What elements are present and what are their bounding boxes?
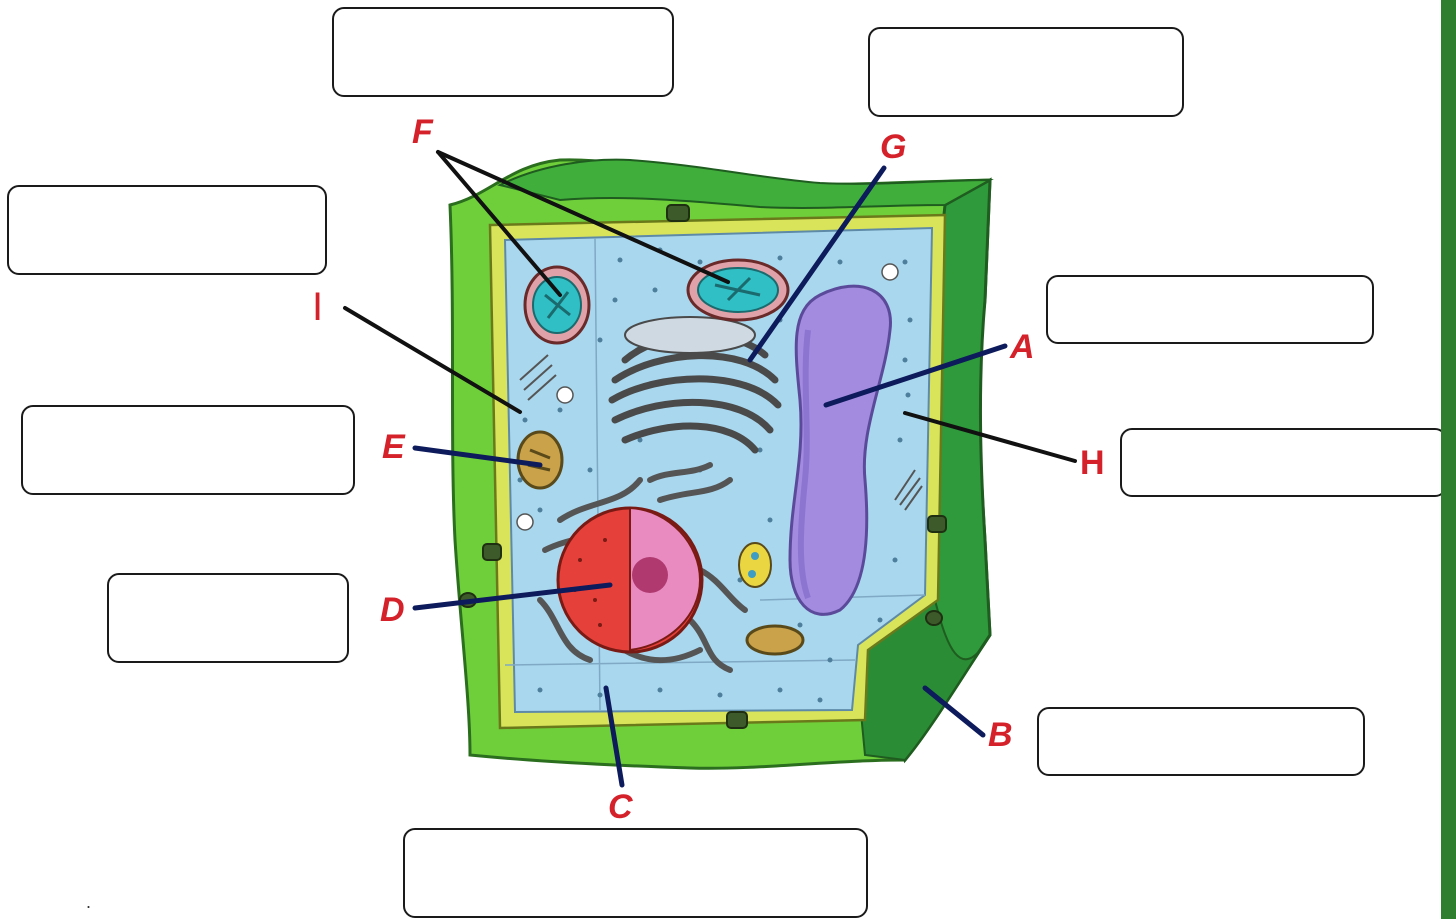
mitochondrion-1 xyxy=(518,432,562,488)
answer-box-right-A[interactable] xyxy=(1046,275,1374,344)
answer-box-top-right[interactable] xyxy=(868,27,1184,117)
nucleolus xyxy=(632,557,668,593)
answer-box-top-left[interactable] xyxy=(332,7,674,97)
label-F: F xyxy=(412,115,433,149)
label-I: I xyxy=(312,287,323,327)
answer-input-top-right[interactable] xyxy=(870,29,1182,115)
answer-input-bottom[interactable] xyxy=(405,830,866,916)
page-edge-bar xyxy=(1441,0,1456,919)
label-C: C xyxy=(608,790,633,824)
golgi-cap xyxy=(625,317,755,353)
footnote-dot: . xyxy=(86,892,91,913)
chloroplast-1 xyxy=(525,267,589,343)
label-A: A xyxy=(1010,330,1035,364)
answer-input-left-2[interactable] xyxy=(23,407,353,493)
label-H: H xyxy=(1080,446,1105,480)
answer-input-left-1[interactable] xyxy=(9,187,325,273)
answer-input-top-left[interactable] xyxy=(334,9,672,95)
answer-box-right-B[interactable] xyxy=(1037,707,1365,776)
label-B: B xyxy=(988,718,1013,752)
label-E: E xyxy=(382,430,405,464)
label-D: D xyxy=(380,593,405,627)
answer-input-right-H[interactable] xyxy=(1122,430,1445,495)
answer-box-left-1[interactable] xyxy=(7,185,327,275)
answer-box-left-2[interactable] xyxy=(21,405,355,495)
answer-input-right-B[interactable] xyxy=(1039,709,1363,774)
answer-box-left-3[interactable] xyxy=(107,573,349,663)
answer-box-right-H[interactable] xyxy=(1120,428,1447,497)
label-G: G xyxy=(880,130,906,164)
answer-input-right-A[interactable] xyxy=(1048,277,1372,342)
yellow-organelle xyxy=(739,543,771,587)
mitochondrion-2 xyxy=(747,626,803,654)
answer-input-left-3[interactable] xyxy=(109,575,347,661)
answer-box-bottom[interactable] xyxy=(403,828,868,918)
